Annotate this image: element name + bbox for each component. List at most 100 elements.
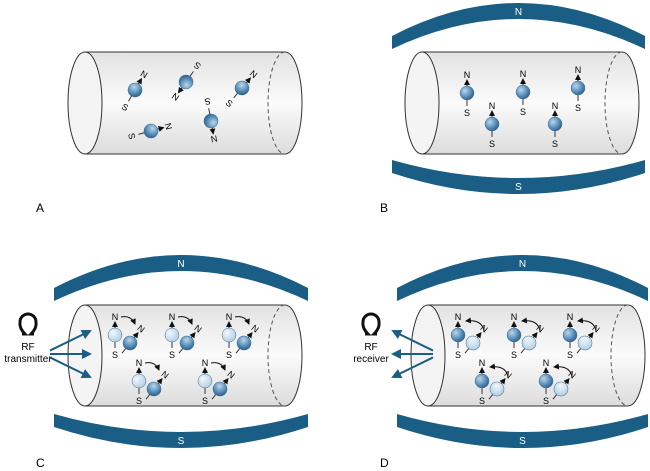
spin-north-label: N [248, 68, 259, 80]
spin-north-label: N [489, 101, 496, 111]
proton-sphere [484, 116, 500, 132]
proton-sphere [506, 327, 522, 343]
proton-sphere [515, 84, 531, 100]
spin-south-label: S [169, 350, 175, 360]
panel-label: A [36, 201, 44, 215]
proton-sphere [203, 113, 219, 129]
south-pole-label: S [519, 436, 526, 447]
south-pole-label: S [515, 182, 522, 193]
rf-type-label: receiver [353, 354, 389, 365]
panel-label: D [380, 456, 389, 470]
proton-sphere [562, 327, 578, 343]
cylinder-far-end-dashed [604, 51, 623, 155]
spin-north-label: N [511, 312, 518, 322]
magnet-north [392, 3, 645, 49]
cylinder [404, 51, 640, 155]
proton-sphere [474, 373, 490, 389]
spin-south-label: S [224, 98, 235, 110]
proton-spin: NS [170, 60, 203, 103]
proton-spin: NS [131, 358, 147, 406]
spin-north-label: N [163, 122, 174, 131]
cylinder-opening [404, 51, 440, 155]
magnet-south [392, 160, 645, 194]
spin-south-label: S [520, 107, 526, 117]
proton-spin: NS [547, 101, 563, 149]
cylinder-far-end-dashed [267, 304, 286, 407]
proton-sphere [131, 373, 147, 389]
spin-south-label: S [136, 396, 142, 406]
signal-arrow [49, 330, 92, 352]
spin-south-label: S [511, 350, 517, 360]
spin-north-label: N [552, 101, 559, 111]
spin-north-label: N [225, 369, 236, 381]
spin-north-label: N [202, 358, 209, 368]
rf-coil-icon [361, 312, 381, 336]
proton-sphere [178, 74, 194, 90]
cylinder [67, 51, 303, 155]
south-pole-label: S [178, 436, 185, 447]
cylinder [67, 304, 303, 407]
proton-sphere [489, 381, 505, 397]
proton-sphere [465, 335, 481, 351]
spin-north-label: N [210, 133, 218, 144]
proton-sphere [221, 327, 237, 343]
proton-spin: NS [570, 65, 586, 113]
flip-arrow [234, 316, 250, 325]
spin-flip-pair: NSN [562, 312, 602, 360]
proton-spin: NS [221, 312, 237, 360]
spin-south-label: S [575, 103, 581, 113]
spin-flip-pair: NSN [107, 312, 147, 360]
proton-sphere [127, 82, 143, 98]
spin-flip-pair: NSN [538, 358, 578, 406]
spin-south-label: S [543, 396, 549, 406]
proton-sphere [547, 116, 563, 132]
spin-north-label: N [226, 312, 233, 322]
spin-north-label: N [534, 323, 545, 335]
spin-flip-pair: NSN [450, 312, 490, 360]
proton-sphere [577, 335, 593, 351]
spin-north-label: N [169, 312, 176, 322]
spin-north-label: N [192, 323, 203, 335]
proton-spin: N [178, 323, 204, 354]
cylinder [410, 304, 646, 407]
cylinder-opening [410, 304, 446, 407]
spin-south-label: S [192, 60, 203, 72]
proton-sphere [570, 80, 586, 96]
spin-south-label: S [552, 139, 558, 149]
north-pole-label: N [515, 7, 522, 18]
proton-spin: NS [506, 312, 522, 360]
magnet-south [54, 414, 308, 448]
relax-arrow [489, 363, 509, 378]
spin-south-label: S [455, 350, 461, 360]
proton-sphere [459, 85, 475, 101]
proton-sphere [538, 373, 554, 389]
spin-south-label: S [489, 139, 495, 149]
spin-flip-pair: N S N [197, 358, 237, 406]
cylinder-far-end-dashed [267, 51, 286, 155]
spin-south-label: S [112, 350, 118, 360]
spin-flip-pair: NSN [221, 312, 261, 360]
panel-label: C [36, 456, 45, 470]
rf-coil-icon [18, 312, 38, 336]
spin-south-label: S [202, 396, 208, 406]
spin-south-label: S [464, 108, 470, 118]
rf-type-label: transmitter [4, 354, 52, 365]
proton-spin: N [235, 323, 261, 354]
spin-north-label: N [135, 323, 146, 335]
spin-north-label: N [249, 323, 260, 335]
signal-arrow [49, 356, 92, 378]
signal-arrow [391, 356, 434, 378]
spin-south-label: S [204, 96, 212, 107]
rf-label: RF [21, 342, 34, 353]
proton-sphere [553, 381, 569, 397]
proton-sphere [146, 381, 162, 397]
relax-arrow [465, 317, 485, 332]
spin-north-label: N [464, 70, 471, 80]
spin-flip-pair: NSN [506, 312, 546, 360]
